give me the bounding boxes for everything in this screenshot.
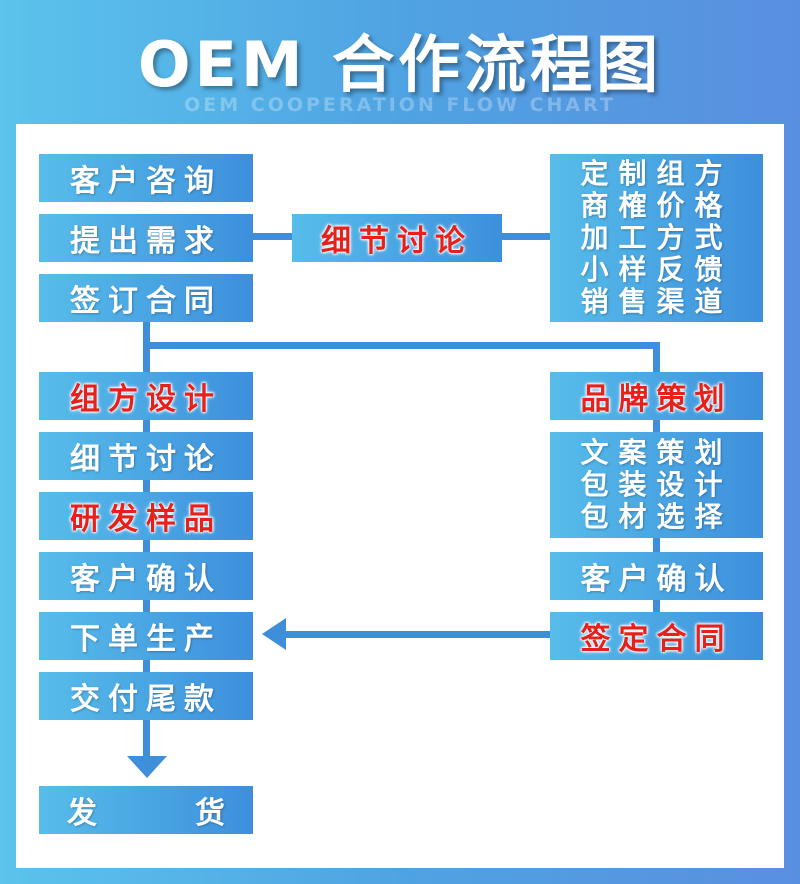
step-shipping: 发 货 <box>39 786 253 834</box>
custom-option-line: 加工方式 <box>580 221 733 254</box>
step-sign-contract: 签订合同 <box>39 274 253 322</box>
branding-to-lines-connector <box>653 418 660 432</box>
branding-detail-line: 包材选择 <box>580 500 733 533</box>
top-horizontal-connector <box>143 342 660 349</box>
page-subtitle: OEM COOPERATION FLOW CHART <box>184 94 616 116</box>
custom-option-line: 销售渠道 <box>580 285 733 318</box>
discussion-right-connector <box>500 233 552 240</box>
shipping-label-left: 发 <box>67 796 97 831</box>
discussion-left-connector <box>250 233 294 240</box>
step-place-order: 下单生产 <box>39 612 253 660</box>
right-spine-line <box>653 538 660 552</box>
branding-detail-line: 包装设计 <box>580 468 733 501</box>
step-customer-confirmation: 客户确认 <box>39 552 253 600</box>
page-title: OEM 合作流程图 <box>137 28 663 101</box>
shipping-label-right: 货 <box>195 796 225 831</box>
custom-option-line: 定制组方 <box>580 157 733 190</box>
custom-options-box: 定制组方 商榷价格 加工方式 小样反馈 销售渠道 <box>550 154 763 322</box>
branding-details-box: 文案策划 包装设计 包材选择 <box>550 432 763 538</box>
step-customer-inquiry: 客户咨询 <box>39 154 253 202</box>
step-right-customer-confirmation: 客户确认 <box>550 552 763 600</box>
branding-detail-line: 文案策划 <box>580 436 733 469</box>
detail-discussion-box: 细节讨论 <box>292 214 502 262</box>
return-arrow-line <box>280 631 552 638</box>
custom-option-line: 商榷价格 <box>580 189 733 222</box>
right-drop-connector <box>653 342 660 372</box>
step-submit-requirements: 提出需求 <box>39 214 253 262</box>
custom-option-line: 小样反馈 <box>580 253 733 286</box>
step-develop-samples: 研发样品 <box>39 492 253 540</box>
step-detail-discussion: 细节讨论 <box>39 432 253 480</box>
return-arrow-head-icon <box>262 618 286 650</box>
step-brand-planning: 品牌策划 <box>550 372 763 420</box>
step-final-payment: 交付尾款 <box>39 672 253 720</box>
left-spine-line <box>143 322 150 762</box>
down-arrow-head-icon <box>127 756 167 778</box>
step-formula-design: 组方设计 <box>39 372 253 420</box>
confirm-to-contract-connector <box>653 598 660 612</box>
step-right-sign-contract: 签定合同 <box>550 612 763 660</box>
